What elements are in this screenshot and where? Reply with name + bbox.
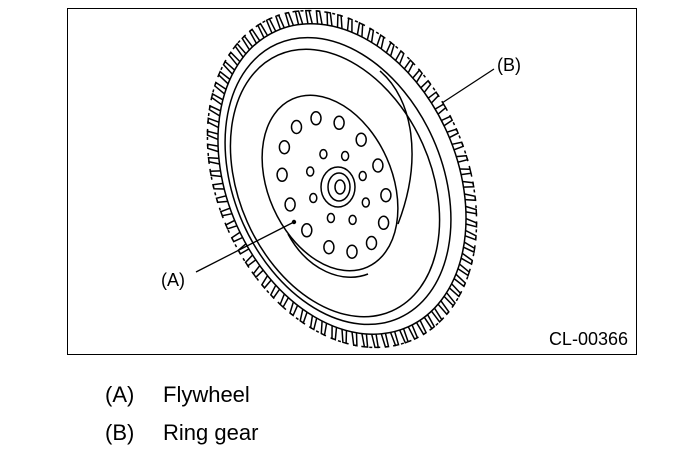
bolt-hole [309, 192, 318, 204]
bolt-hole [355, 132, 367, 147]
legend-row: (B) Ring gear [105, 422, 258, 444]
bolt-hole [346, 244, 358, 259]
friction-face-arc [379, 70, 413, 225]
bolt-hole [361, 197, 371, 208]
callout-a-label: (A) [161, 270, 185, 290]
flywheel-illustration [195, 9, 495, 349]
flywheel-hub-face [261, 94, 399, 272]
bolt-hole [319, 148, 328, 160]
bolt-hole [340, 150, 350, 162]
bolt-hole [278, 139, 291, 155]
callout-b-label: (B) [497, 55, 521, 75]
bolt-hole [323, 239, 335, 255]
bolt-hole [290, 119, 303, 135]
legend-label: Ring gear [163, 420, 259, 445]
ring-gear-tooth-tips [206, 9, 478, 349]
figure-code: CL-00366 [548, 329, 628, 349]
bolt-hole [365, 235, 378, 251]
bolt-hole [333, 115, 345, 131]
hub-outer [320, 166, 356, 208]
legend: (A) Flywheel (B) Ring gear [105, 384, 258, 460]
callout-b-leader [441, 68, 495, 104]
legend-key: (B) [105, 420, 135, 445]
ring-gear-rim [217, 23, 467, 335]
callout-a-leader [195, 221, 295, 273]
bolt-hole [358, 170, 367, 182]
flywheel-rim-inner [229, 48, 441, 318]
bolt-hole [301, 223, 313, 238]
friction-face-arc-lower [287, 233, 369, 278]
bolt-hole [305, 166, 315, 177]
bolt-hole [377, 215, 390, 231]
bolt-holes [276, 111, 392, 259]
ring-gear-tooth [206, 9, 478, 349]
bolt-hole [326, 212, 336, 224]
bolt-hole [380, 187, 392, 203]
bolt-hole [348, 214, 357, 226]
legend-row: (A) Flywheel [105, 384, 258, 406]
legend-label: Flywheel [163, 382, 250, 407]
bolt-hole [284, 197, 296, 212]
legend-key: (A) [105, 382, 135, 407]
bolt-hole [276, 167, 288, 183]
hub-mid [327, 172, 351, 202]
flywheel-rim [224, 36, 452, 326]
callout-a-dot [291, 219, 297, 225]
bolt-hole [372, 158, 384, 173]
hub-inner [334, 179, 346, 195]
ring-gear-teeth [206, 9, 478, 349]
bolt-hole [310, 111, 322, 126]
figure-frame: (A) (B) CL-00366 [67, 8, 637, 355]
